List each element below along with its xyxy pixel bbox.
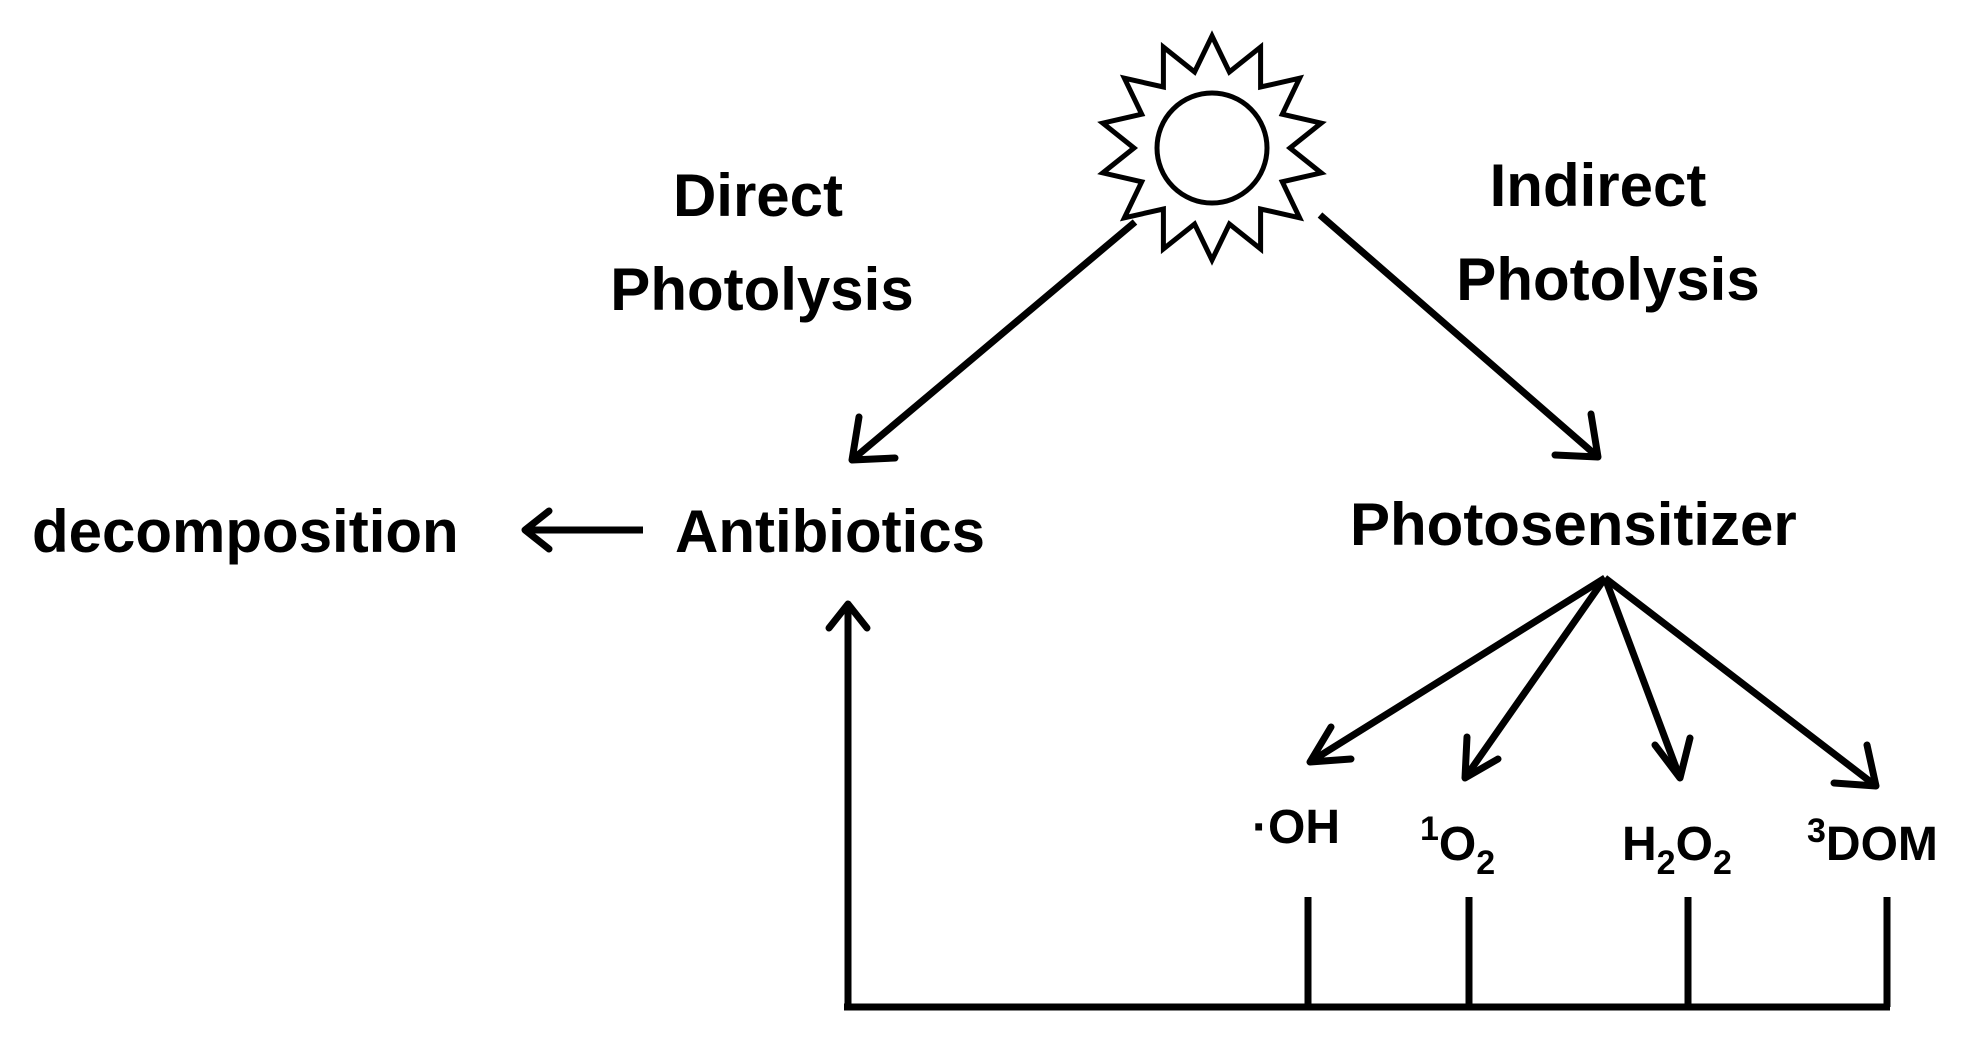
singlet-oxygen-sub: 2 <box>1476 844 1495 882</box>
hydrogen-peroxide-arrow <box>1601 576 1694 782</box>
triplet-dom-label: 3DOM <box>1807 812 1938 871</box>
hydrogen-peroxide-base2: O <box>1676 818 1713 871</box>
triplet-dom-base: DOM <box>1826 818 1938 871</box>
indirect-photolysis-arrow <box>1317 212 1602 461</box>
hydrogen-peroxide-sub2: 2 <box>1713 844 1732 882</box>
hydroxyl-radical-label: ·OH <box>1252 801 1340 854</box>
indirect-photolysis-label-line1: Indirect <box>1490 152 1707 219</box>
singlet-oxygen-sup: 1 <box>1420 810 1439 848</box>
feedback-connector <box>825 600 1891 1011</box>
triplet-dom-sup: 3 <box>1807 812 1826 850</box>
hydrogen-peroxide-base1: H <box>1622 818 1657 871</box>
sun-disc <box>1154 90 1270 206</box>
photosensitizer-label: Photosensitizer <box>1350 491 1797 558</box>
decomposition-arrow <box>521 507 643 553</box>
oh-arrow <box>1306 575 1607 766</box>
singlet-oxygen-arrow <box>1461 575 1608 782</box>
indirect-photolysis-label-line2: Photolysis <box>1456 246 1759 313</box>
direct-photolysis-label-line2: Photolysis <box>610 256 913 323</box>
decomposition-label: decomposition <box>32 498 459 565</box>
hydrogen-peroxide-label: H2O2 <box>1622 818 1732 882</box>
singlet-oxygen-base: O <box>1439 818 1476 871</box>
singlet-oxygen-label: 1O2 <box>1420 810 1495 882</box>
triplet-dom-arrow <box>1602 575 1880 790</box>
hydrogen-peroxide-sub1: 2 <box>1657 844 1676 882</box>
antibiotics-label: Antibiotics <box>675 498 985 565</box>
sun-icon <box>1097 30 1327 266</box>
direct-photolysis-arrow <box>848 219 1138 464</box>
direct-photolysis-label-line1: Direct <box>673 162 843 229</box>
